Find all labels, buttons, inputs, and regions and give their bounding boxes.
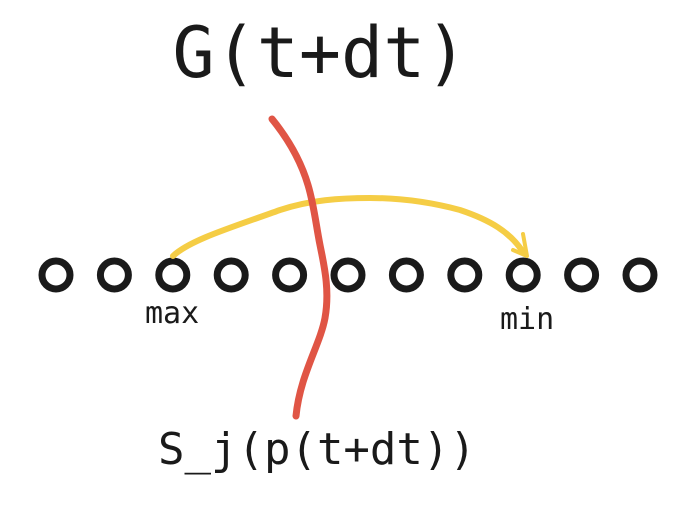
top-label: G(t+dt)	[172, 12, 468, 94]
node-circle	[447, 257, 483, 293]
divider-line	[268, 115, 331, 420]
bottom-label: S_j(p(t+dt))	[158, 424, 476, 475]
node-circle-min	[505, 257, 541, 293]
arrowhead	[511, 232, 529, 258]
node-circle	[96, 257, 132, 293]
max-label: max	[145, 296, 200, 331]
node-circle	[564, 257, 600, 293]
node-circle	[38, 257, 74, 293]
min-label: min	[500, 302, 555, 337]
node-row	[38, 257, 658, 293]
node-circle	[622, 257, 658, 293]
node-circle	[272, 257, 308, 293]
node-circle	[388, 257, 424, 293]
node-circle-max	[155, 257, 191, 293]
node-circle	[330, 257, 366, 293]
max-to-min-arrow	[170, 195, 526, 259]
node-circle	[213, 257, 249, 293]
